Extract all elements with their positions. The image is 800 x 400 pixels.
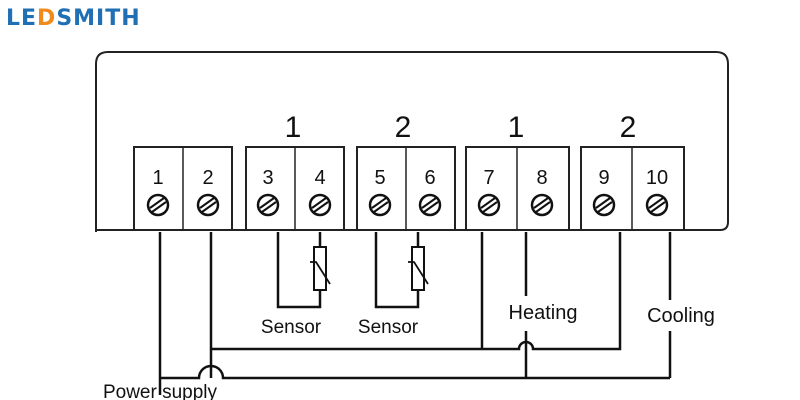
- power-supply-label: Power supply: [103, 382, 218, 400]
- common-wire-lower: [160, 364, 670, 380]
- screw-icon: [308, 193, 332, 217]
- ledsmith-logo: LEDSMITH: [6, 6, 141, 31]
- screw-icon: [256, 193, 280, 217]
- terminal-number: 1: [152, 167, 163, 189]
- thermistor-icon: [310, 246, 331, 291]
- cooling-label: Cooling: [647, 305, 715, 327]
- logo-part: D: [37, 6, 57, 31]
- thermistor-icon: [408, 246, 429, 291]
- sensor-1-wire: [276, 232, 322, 309]
- terminal-number: 9: [598, 167, 609, 189]
- screw-icon: [146, 193, 170, 217]
- heating-label: Heating: [509, 302, 578, 324]
- group-label-sensor-2: 2: [395, 111, 412, 144]
- terminal-number: 3: [262, 167, 273, 189]
- terminal-block-relay-1: [465, 146, 570, 231]
- terminal-block-power: [133, 146, 233, 231]
- terminal-number: 10: [646, 167, 668, 189]
- sensor-2-label: Sensor: [358, 317, 419, 338]
- screw-icon: [196, 193, 220, 217]
- screw-icon: [530, 193, 554, 217]
- controller-enclosure: [95, 51, 729, 232]
- screw-icon: [645, 193, 669, 217]
- terminal-number: 7: [483, 167, 494, 189]
- terminal-block-sensor-1: [245, 146, 345, 231]
- sensor-1-label: Sensor: [261, 317, 322, 338]
- terminal-block-sensor-2: [356, 146, 456, 231]
- sensor-2-wire: [374, 232, 420, 309]
- terminal-block-relay-2: [580, 146, 685, 231]
- screw-icon: [368, 193, 392, 217]
- terminal-number: 4: [314, 167, 325, 189]
- screw-icon: [477, 193, 501, 217]
- logo-part: SMITH: [56, 6, 141, 31]
- terminal-number: 2: [202, 167, 213, 189]
- terminal-number: 5: [374, 167, 385, 189]
- group-label-relay-1: 1: [508, 111, 525, 144]
- screw-icon: [418, 193, 442, 217]
- wires: [158, 232, 672, 395]
- screw-icon: [592, 193, 616, 217]
- group-label-sensor-1: 1: [285, 111, 302, 144]
- terminal-number: 6: [424, 167, 435, 189]
- terminal-number: 8: [536, 167, 547, 189]
- group-label-relay-2: 2: [620, 111, 637, 144]
- logo-part: LE: [6, 6, 38, 31]
